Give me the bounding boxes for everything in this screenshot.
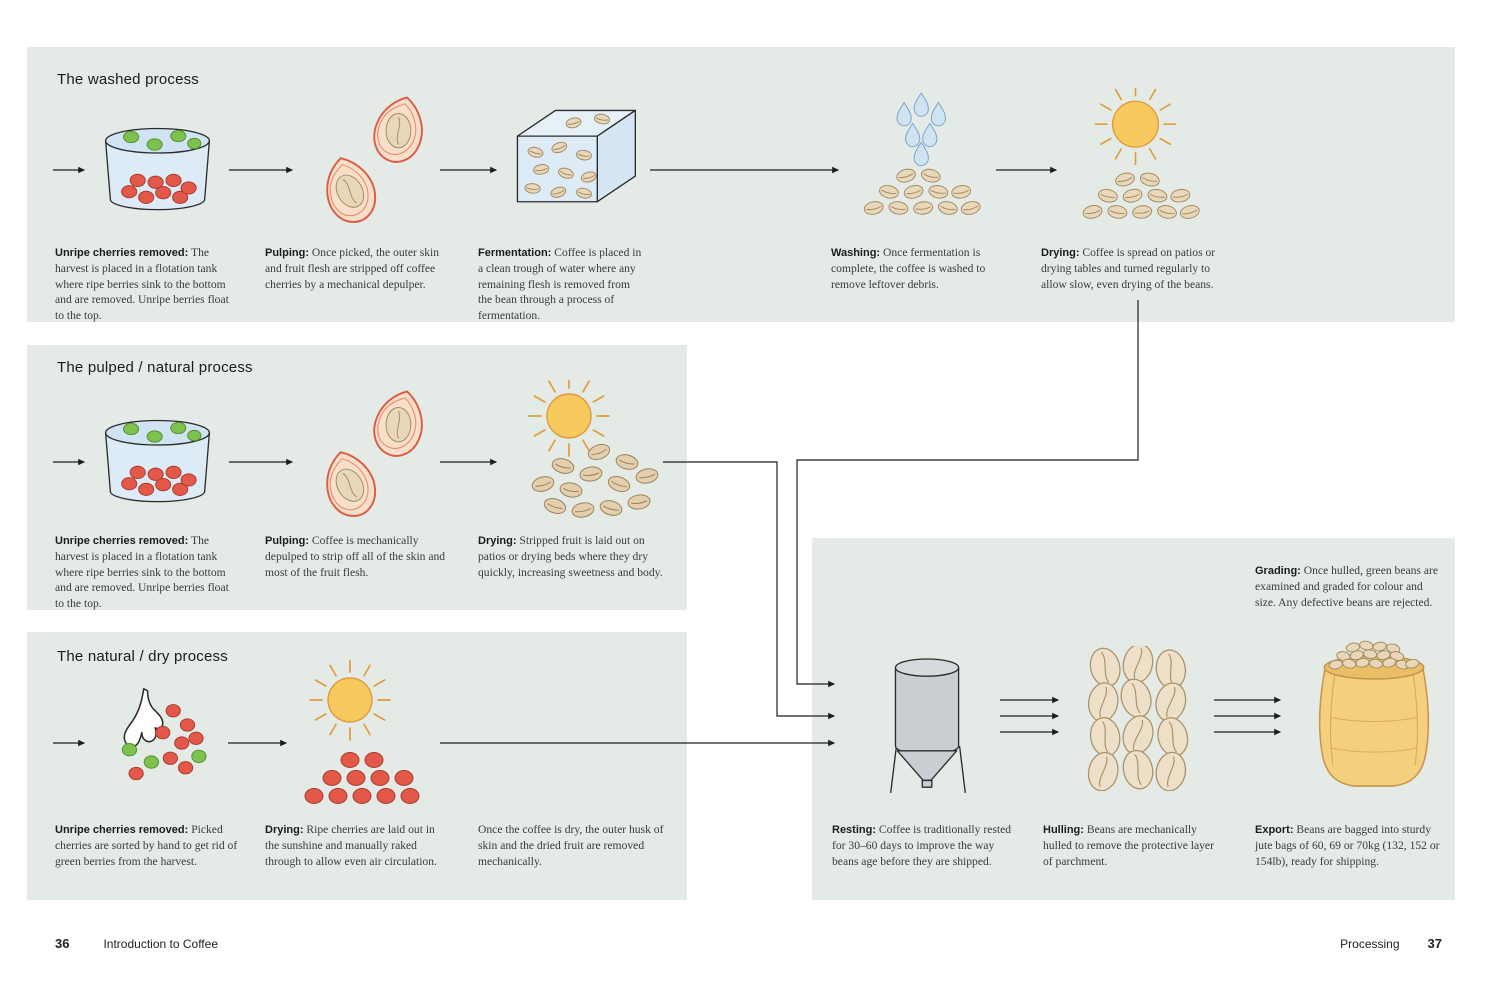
footer-left-label: Introduction to Coffee — [103, 937, 218, 951]
caption-label: Fermentation: — [478, 247, 552, 259]
caption-resting: Resting: Coffee is traditionally rested … — [832, 822, 1014, 869]
caption-text: Coffee is traditionally rested for 30–60… — [832, 823, 1012, 868]
caption-label: Drying: — [265, 824, 304, 836]
washed-process-title: The washed process — [57, 71, 200, 88]
caption-washed-fermentation: Fermentation: Coffee is placed in a clea… — [478, 245, 646, 324]
caption-pulped-sorting: Unripe cherries removed: The harvest is … — [55, 533, 233, 612]
caption-washed-sorting: Unripe cherries removed: The harvest is … — [55, 245, 233, 324]
footer-right-label: Processing — [1340, 937, 1400, 951]
caption-text: Ripe cherries are laid out in the sunshi… — [265, 823, 437, 868]
caption-text: Picked cherries are sorted by hand to ge… — [55, 823, 238, 868]
pulped-flotation-tank-icon — [95, 412, 220, 517]
washed-flotation-tank-icon — [95, 120, 220, 225]
page-footer: 36 Introduction to Coffee Processing 37 — [55, 936, 1442, 951]
caption-label: Drying: — [1041, 247, 1080, 259]
caption-washed-washing: Washing: Once fermentation is complete, … — [831, 245, 1003, 292]
footer-left: 36 Introduction to Coffee — [55, 936, 218, 951]
washed-drying-icon — [1064, 83, 1207, 236]
caption-washed-drying: Drying: Coffee is spread on patios or dr… — [1041, 245, 1231, 292]
caption-washed-pulping: Pulping: Once picked, the outer skin and… — [265, 245, 447, 292]
caption-text: Coffee is mechanically depulped to strip… — [265, 534, 446, 579]
caption-text: Once fermentation is complete, the coffe… — [831, 246, 986, 291]
hulled-beans-icon — [1082, 643, 1194, 796]
natural-drying-icon — [292, 659, 432, 815]
caption-label: Hulling: — [1043, 824, 1084, 836]
hand-sorting-icon — [100, 686, 216, 807]
caption-text: The harvest is placed in a flotation tan… — [55, 534, 229, 611]
caption-text: Once hulled, green beans are examined an… — [1255, 564, 1438, 609]
caption-natural-sorting: Unripe cherries removed: Picked cherries… — [55, 822, 240, 869]
pulped-process-title: The pulped / natural process — [57, 359, 253, 376]
washed-pulping-icon — [318, 96, 440, 231]
caption-pulped-pulping: Pulping: Coffee is mechanically depulped… — [265, 533, 447, 580]
page-number-left: 36 — [55, 936, 70, 951]
caption-label: Unripe cherries removed: — [55, 247, 189, 259]
washed-process-panel — [27, 47, 1455, 322]
caption-label: Pulping: — [265, 535, 309, 547]
footer-right: Processing 37 — [1340, 936, 1442, 951]
caption-label: Unripe cherries removed: — [55, 535, 189, 547]
fermentation-tank-icon — [505, 100, 643, 221]
caption-label: Grading: — [1255, 565, 1301, 577]
caption-text: Coffee is placed in a clean trough of wa… — [478, 246, 642, 323]
caption-label: Pulping: — [265, 247, 309, 259]
caption-natural-drying: Drying: Ripe cherries are laid out in th… — [265, 822, 450, 869]
caption-text: Beans are bagged into sturdy jute bags o… — [1255, 823, 1440, 868]
washing-icon — [845, 92, 988, 232]
caption-text: Beans are mechanically hulled to remove … — [1043, 823, 1214, 868]
caption-text: Once picked, the outer skin and fruit fl… — [265, 246, 440, 291]
caption-label: Unripe cherries removed: — [55, 824, 189, 836]
caption-export: Export: Beans are bagged into sturdy jut… — [1255, 822, 1447, 869]
caption-grading: Grading: Once hulled, green beans are ex… — [1255, 563, 1445, 610]
caption-text: Coffee is spread on patios or drying tab… — [1041, 246, 1216, 291]
natural-process-title: The natural / dry process — [57, 648, 228, 665]
caption-label: Export: — [1255, 824, 1294, 836]
pulped-drying-icon — [503, 375, 668, 527]
caption-hulling: Hulling: Beans are mechanically hulled t… — [1043, 822, 1223, 869]
caption-text: The harvest is placed in a flotation tan… — [55, 246, 229, 323]
caption-pulped-drying: Drying: Stripped fruit is laid out on pa… — [478, 533, 673, 580]
pulped-pulping-icon — [318, 390, 440, 525]
export-bag-icon — [1309, 629, 1439, 799]
page-number-right: 37 — [1427, 936, 1442, 951]
caption-text: Stripped fruit is laid out on patios or … — [478, 534, 663, 579]
caption-label: Washing: — [831, 247, 881, 259]
caption-label: Drying: — [478, 535, 517, 547]
caption-label: Resting: — [832, 824, 876, 836]
resting-silo-icon — [884, 652, 972, 803]
caption-natural-husk-removal: Once the coffee is dry, the outer husk o… — [478, 822, 673, 869]
caption-text: Once the coffee is dry, the outer husk o… — [478, 823, 664, 868]
natural-process-panel — [27, 632, 687, 900]
